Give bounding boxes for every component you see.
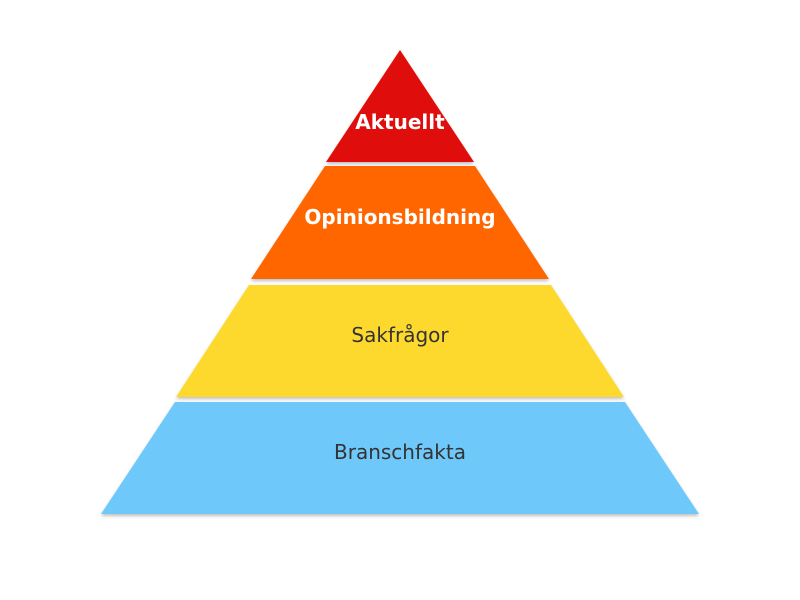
tier-2-label: Opinionsbildning — [304, 205, 495, 229]
tier-3-label: Sakfrågor — [351, 323, 449, 347]
pyramid-tier-4: Branschfakta — [101, 402, 699, 514]
tier-2-shape — [251, 166, 549, 279]
tier-4-shape — [101, 402, 699, 514]
tier-4-label: Branschfakta — [334, 440, 466, 464]
pyramid-tier-2: Opinionsbildning — [251, 166, 549, 279]
tier-1-label: Aktuellt — [355, 110, 445, 134]
pyramid-tier-3: Sakfrågor — [176, 285, 624, 397]
pyramid-tier-1: Aktuellt — [326, 50, 474, 162]
tier-1-shape — [326, 50, 474, 162]
tier-3-shape — [176, 285, 624, 397]
